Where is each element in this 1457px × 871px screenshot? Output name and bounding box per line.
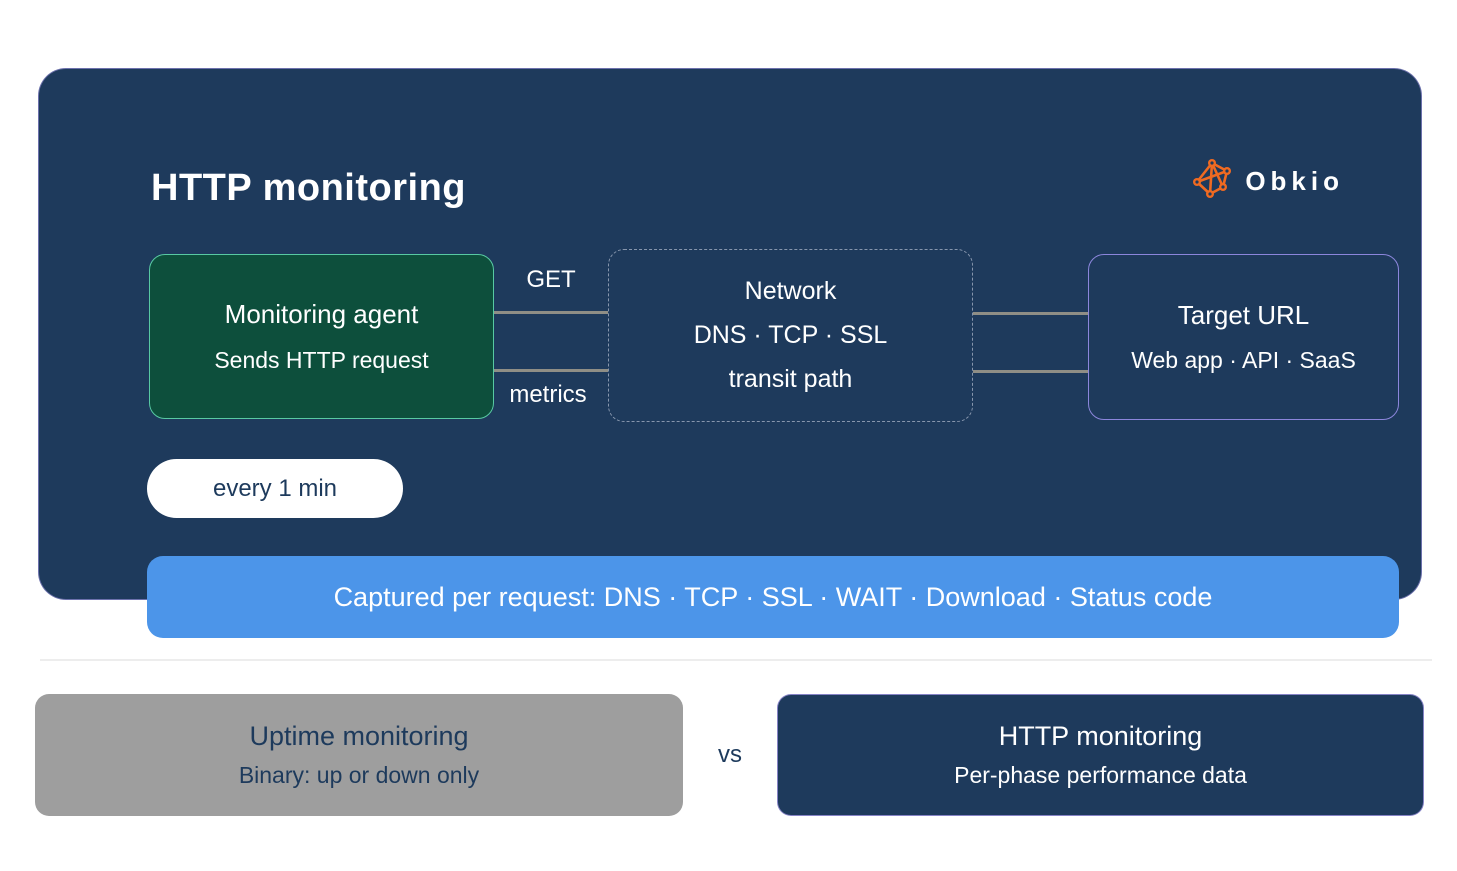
connector-network-to-agent <box>494 369 608 372</box>
connector-network-to-target <box>973 312 1088 315</box>
target-url-box: Target URL Web app · API · SaaS <box>1088 254 1399 420</box>
network-phases: DNS · TCP · SSL <box>693 321 888 349</box>
agent-subtitle: Sends HTTP request <box>214 347 429 373</box>
obkio-logo: Obkio <box>1191 157 1344 206</box>
page-title: HTTP monitoring <box>151 167 466 209</box>
vs-label: vs <box>718 741 742 768</box>
http-box-subtitle: Per-phase performance data <box>954 762 1247 788</box>
monitoring-agent-box: Monitoring agent Sends HTTP request <box>149 254 494 419</box>
agent-title: Monitoring agent <box>224 299 419 329</box>
network-transit-path: transit path <box>728 365 853 393</box>
target-subtitle: Web app · API · SaaS <box>1131 347 1356 373</box>
main-diagram-card: HTTP monitoring <box>38 68 1422 638</box>
uptime-subtitle: Binary: up or down only <box>238 762 480 788</box>
captured-metrics-banner: Captured per request: DNS · TCP · SSL · … <box>147 556 1399 638</box>
http-monitoring-box: HTTP monitoring Per-phase performance da… <box>777 694 1424 816</box>
network-box: Network DNS · TCP · SSL transit path <box>608 249 973 422</box>
obkio-network-icon <box>1191 157 1235 206</box>
get-request-label: GET <box>526 266 576 293</box>
connector-target-to-network <box>973 370 1088 373</box>
uptime-monitoring-box: Uptime monitoring Binary: up or down onl… <box>35 694 683 816</box>
metrics-label: metrics <box>509 381 587 408</box>
obkio-logo-text: Obkio <box>1245 166 1344 196</box>
http-box-title: HTTP monitoring <box>998 721 1203 751</box>
target-title: Target URL <box>1177 300 1310 330</box>
interval-pill: every 1 min <box>147 459 403 518</box>
connector-agent-to-network <box>494 311 608 314</box>
network-title: Network <box>744 277 837 305</box>
uptime-title: Uptime monitoring <box>249 721 469 751</box>
section-divider <box>40 659 1432 661</box>
